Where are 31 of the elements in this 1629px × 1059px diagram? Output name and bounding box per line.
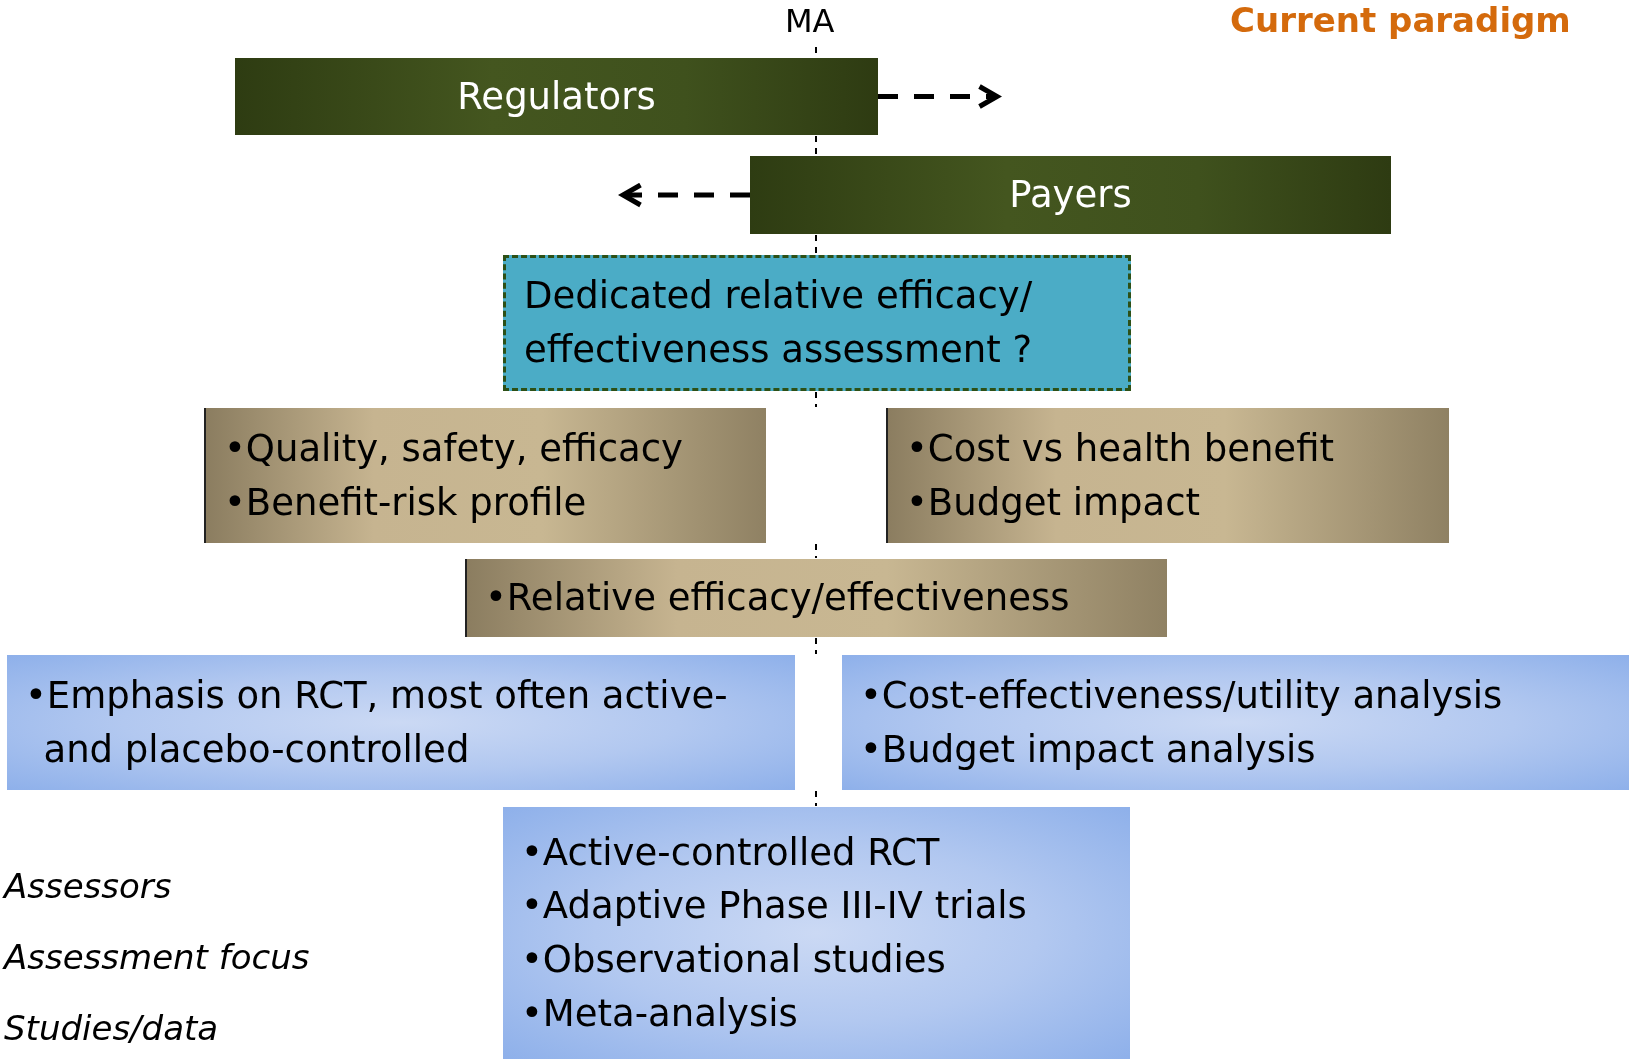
focus-box [204,408,766,543]
box-text: •Budget impact [906,479,1201,526]
box-text: Regulators [457,73,656,120]
dashed-arrow [620,182,750,208]
slide-title: Current paradigm [1230,0,1571,40]
box-text: •Budget impact analysis [860,726,1317,773]
box-text: •Benefit-risk profile [224,479,588,526]
box-text: •Cost vs health benefit [906,425,1335,472]
box-text: •Cost-effectiveness/utility analysis [860,672,1504,719]
stakeholder-bar [750,156,1391,234]
studies-box [503,807,1130,1059]
dashed-arrow [878,84,1000,109]
box-text: Payers [1009,172,1132,219]
axis-label: Assessment focus [4,937,310,977]
box-text: •Meta-analysis [521,990,799,1037]
box-text: •Adaptive Phase III-IV trials [521,883,1028,930]
axis-label: MA [785,2,835,40]
box-text: •Observational studies [521,937,947,983]
box-text: •Active-controlled RCT [521,829,941,876]
stakeholder-bar [235,58,878,135]
box-text: •Emphasis on RCT, most often active- and placebo-controlled [25,672,729,773]
studies-box [842,655,1629,790]
box-text: •Quality, safety, efficacy [224,425,684,472]
focus-box [886,408,1449,543]
box-text: Dedicated relative efficacy/ effectiveness assessment ? [524,273,1034,373]
axis-label: Studies/data [4,1008,219,1048]
studies-box [7,655,795,790]
box-text: •Relative efficacy/effectiveness [485,575,1071,622]
assessment-box [503,255,1131,391]
focus-box [465,559,1167,637]
axis-label: Assessors [4,866,172,906]
